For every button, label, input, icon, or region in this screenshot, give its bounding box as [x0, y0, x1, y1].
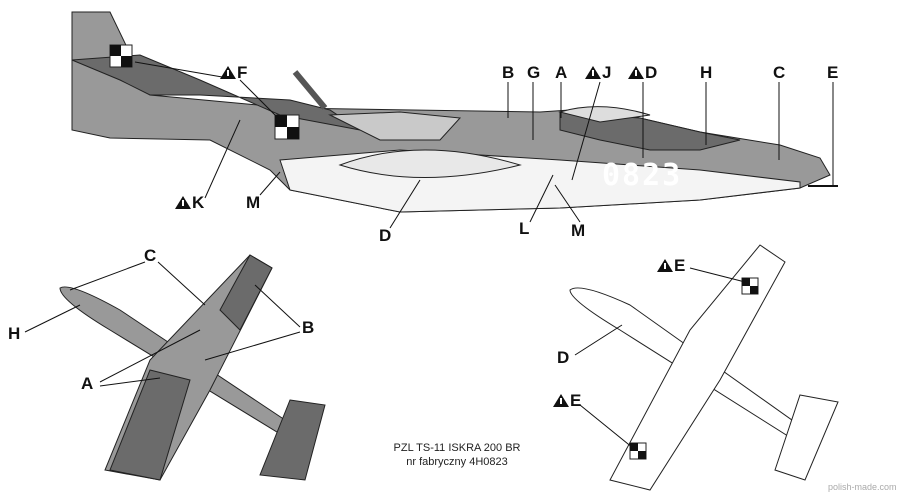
label-text: J — [602, 63, 612, 82]
top-label-C: C — [144, 246, 157, 265]
label-M: M — [246, 193, 261, 212]
label-J: J — [585, 64, 611, 81]
bottom-label-D: D — [557, 348, 570, 367]
label-D-tank: D — [379, 226, 392, 245]
top-label-B: B — [302, 318, 315, 337]
top-view — [59, 254, 326, 481]
caption: PZL TS-11 ISKRA 200 BR nr fabryczny 4H08… — [372, 441, 542, 469]
canopy — [558, 106, 651, 123]
label-A: A — [555, 63, 568, 82]
fuselage-side — [71, 11, 831, 213]
bottom-label-E-2: E — [553, 392, 581, 409]
label-H: H — [700, 63, 713, 82]
top-tail — [259, 399, 326, 481]
bottom-view — [569, 244, 839, 491]
bottom-tail — [774, 394, 839, 481]
watermark: polish-made.com — [828, 482, 897, 492]
warning-triangle-icon — [553, 394, 569, 407]
top-wing-camo — [109, 254, 273, 481]
bottom-leader-lines — [574, 267, 746, 449]
warning-triangle-icon — [175, 196, 191, 209]
label-text: D — [645, 63, 658, 82]
label-text: K — [192, 193, 205, 212]
label-D: D — [628, 64, 657, 81]
label-text: E — [674, 256, 686, 275]
label-text: E — [570, 391, 582, 410]
bottom-wings — [609, 244, 786, 491]
label-M-2: M — [571, 221, 586, 240]
bottom-label-E-1: E — [657, 257, 685, 274]
top-label-A: A — [81, 374, 94, 393]
label-text: F — [237, 63, 248, 82]
warning-triangle-icon — [657, 259, 673, 272]
label-E: E — [827, 63, 839, 82]
warning-triangle-icon — [220, 66, 236, 79]
label-K: K — [175, 194, 204, 211]
label-B: B — [502, 63, 515, 82]
side-leader-lines — [134, 61, 834, 229]
label-C: C — [773, 63, 786, 82]
caption-factory-number: nr fabryczny 4H0823 — [406, 456, 508, 468]
tank — [338, 149, 522, 178]
warning-triangle-icon — [585, 66, 601, 79]
top-leader-lines — [24, 261, 301, 387]
serial-number: 0823 — [602, 158, 683, 193]
camo-light-side — [328, 111, 462, 141]
caption-model: PZL TS-11 ISKRA 200 BR — [393, 442, 521, 454]
label-G: G — [527, 63, 541, 82]
warning-triangle-icon — [628, 66, 644, 79]
camo-dark-side — [71, 54, 361, 131]
side-view — [71, 11, 838, 213]
label-F: F — [220, 64, 247, 81]
top-label-H: H — [8, 324, 21, 343]
label-L: L — [519, 219, 530, 238]
